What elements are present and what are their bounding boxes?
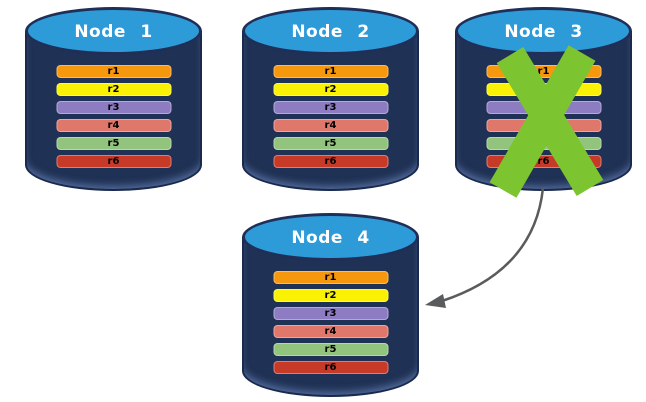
node-4-row-r3: r3 <box>273 307 388 320</box>
node-1-row-r3: r3 <box>56 101 171 114</box>
node-1-row-r2: r2 <box>56 83 171 96</box>
node-1-row-r5: r5 <box>56 137 171 150</box>
redistribution-arrow <box>425 187 545 308</box>
node-2-row-r5: r5 <box>273 137 388 150</box>
node-2-row-r4: r4 <box>273 119 388 132</box>
node-2-row-stack: r1 r2 r3 r4 r5 r6 <box>273 65 388 173</box>
node-3-cylinder-top: Node 3 <box>455 7 632 55</box>
node-3-title: Node 3 <box>504 21 583 42</box>
node-4-row-r1: r1 <box>273 271 388 284</box>
node-2-row-r6: r6 <box>273 155 388 168</box>
node-2-row-r2: r2 <box>273 83 388 96</box>
node-3-row-r4: r4 <box>486 119 601 132</box>
node-3-row-r5: r5 <box>486 137 601 150</box>
node-2-cylinder-top: Node 2 <box>242 7 419 55</box>
node-1-row-stack: r1 r2 r3 r4 r5 r6 <box>56 65 171 173</box>
node-3-row-stack: r1 r2 r3 r4 r5 r6 <box>486 65 601 173</box>
node-1-cylinder-top: Node 1 <box>25 7 202 55</box>
node-2-row-r3: r3 <box>273 101 388 114</box>
node-1-title: Node 1 <box>74 21 153 42</box>
node-3-row-r3: r3 <box>486 101 601 114</box>
node-3-row-r2: r2 <box>486 83 601 96</box>
node-3-failed: Node 3 r1 r2 r3 r4 r5 r6 <box>455 7 632 193</box>
node-3-row-r6: r6 <box>486 155 601 168</box>
node-2-title: Node 2 <box>291 21 370 42</box>
redistribution-arrowhead <box>425 294 446 308</box>
node-4: Node 4 r1 r2 r3 r4 r5 r6 <box>242 213 419 399</box>
node-2-row-r1: r1 <box>273 65 388 78</box>
node-1-row-r6: r6 <box>56 155 171 168</box>
node-1-row-r1: r1 <box>56 65 171 78</box>
node-4-row-r2: r2 <box>273 289 388 302</box>
node-2: Node 2 r1 r2 r3 r4 r5 r6 <box>242 7 419 193</box>
redistribution-arrow-line <box>441 187 545 303</box>
node-3-row-r1: r1 <box>486 65 601 78</box>
node-4-cylinder-top: Node 4 <box>242 213 419 261</box>
node-4-row-stack: r1 r2 r3 r4 r5 r6 <box>273 271 388 379</box>
node-1-row-r4: r4 <box>56 119 171 132</box>
node-4-row-r4: r4 <box>273 325 388 338</box>
node-4-title: Node 4 <box>291 227 370 248</box>
node-4-row-r5: r5 <box>273 343 388 356</box>
node-1: Node 1 r1 r2 r3 r4 r5 r6 <box>25 7 202 193</box>
node-4-row-r6: r6 <box>273 361 388 374</box>
